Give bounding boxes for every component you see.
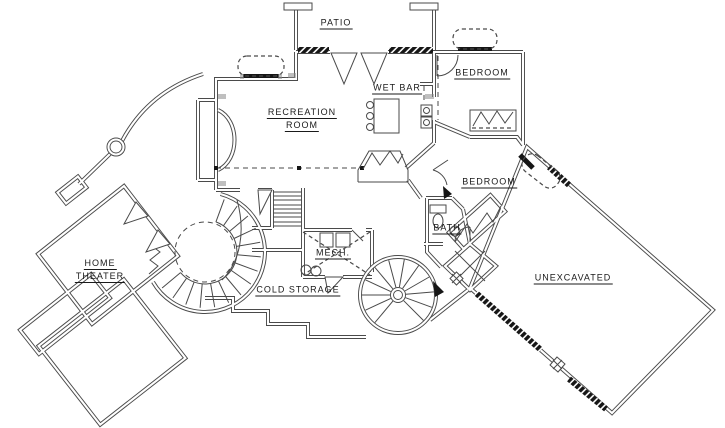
door-swings [122, 52, 471, 295]
closet-symbols [454, 109, 517, 243]
room-label-cold-storage: COLD STORAGE [255, 284, 341, 297]
patio-pier-caps [283, 2, 439, 11]
room-label-bath: BATH [432, 222, 462, 235]
room-label-home-theater: HOME THEATER [74, 258, 126, 283]
toilet-tank [429, 204, 447, 214]
room-label-wet-bar: WET BAR [372, 82, 422, 95]
wall-joint-stipples [218, 73, 434, 186]
wet-bar-island [366, 98, 433, 134]
window-wells [237, 28, 561, 189]
spiral-staircase [362, 259, 444, 323]
room-label-bedroom-upper: BEDROOM [454, 67, 510, 80]
patio-french-door-left [330, 52, 358, 86]
room-label-recreation-room: RECREATION ROOM [266, 107, 338, 132]
patio-french-door-right [360, 52, 388, 86]
walls [18, 8, 715, 427]
bathroom-fixtures [429, 204, 461, 237]
dashed-beam-line [214, 56, 439, 170]
toilet-bowl [432, 213, 444, 229]
straight-staircase [273, 191, 302, 227]
foundation-hatching [298, 47, 608, 412]
room-label-mech: MECH. [315, 247, 351, 260]
grand-curved-staircase [148, 199, 261, 308]
room-label-patio: PATIO [319, 17, 353, 30]
mech-equipment [300, 231, 371, 277]
door-wedge [433, 281, 444, 297]
fireplace [357, 150, 409, 183]
storage-x-marks [449, 250, 566, 373]
room-label-bedroom-lower: BEDROOM [461, 176, 517, 189]
room-label-unexcavated: UNEXCAVATED [533, 272, 613, 285]
